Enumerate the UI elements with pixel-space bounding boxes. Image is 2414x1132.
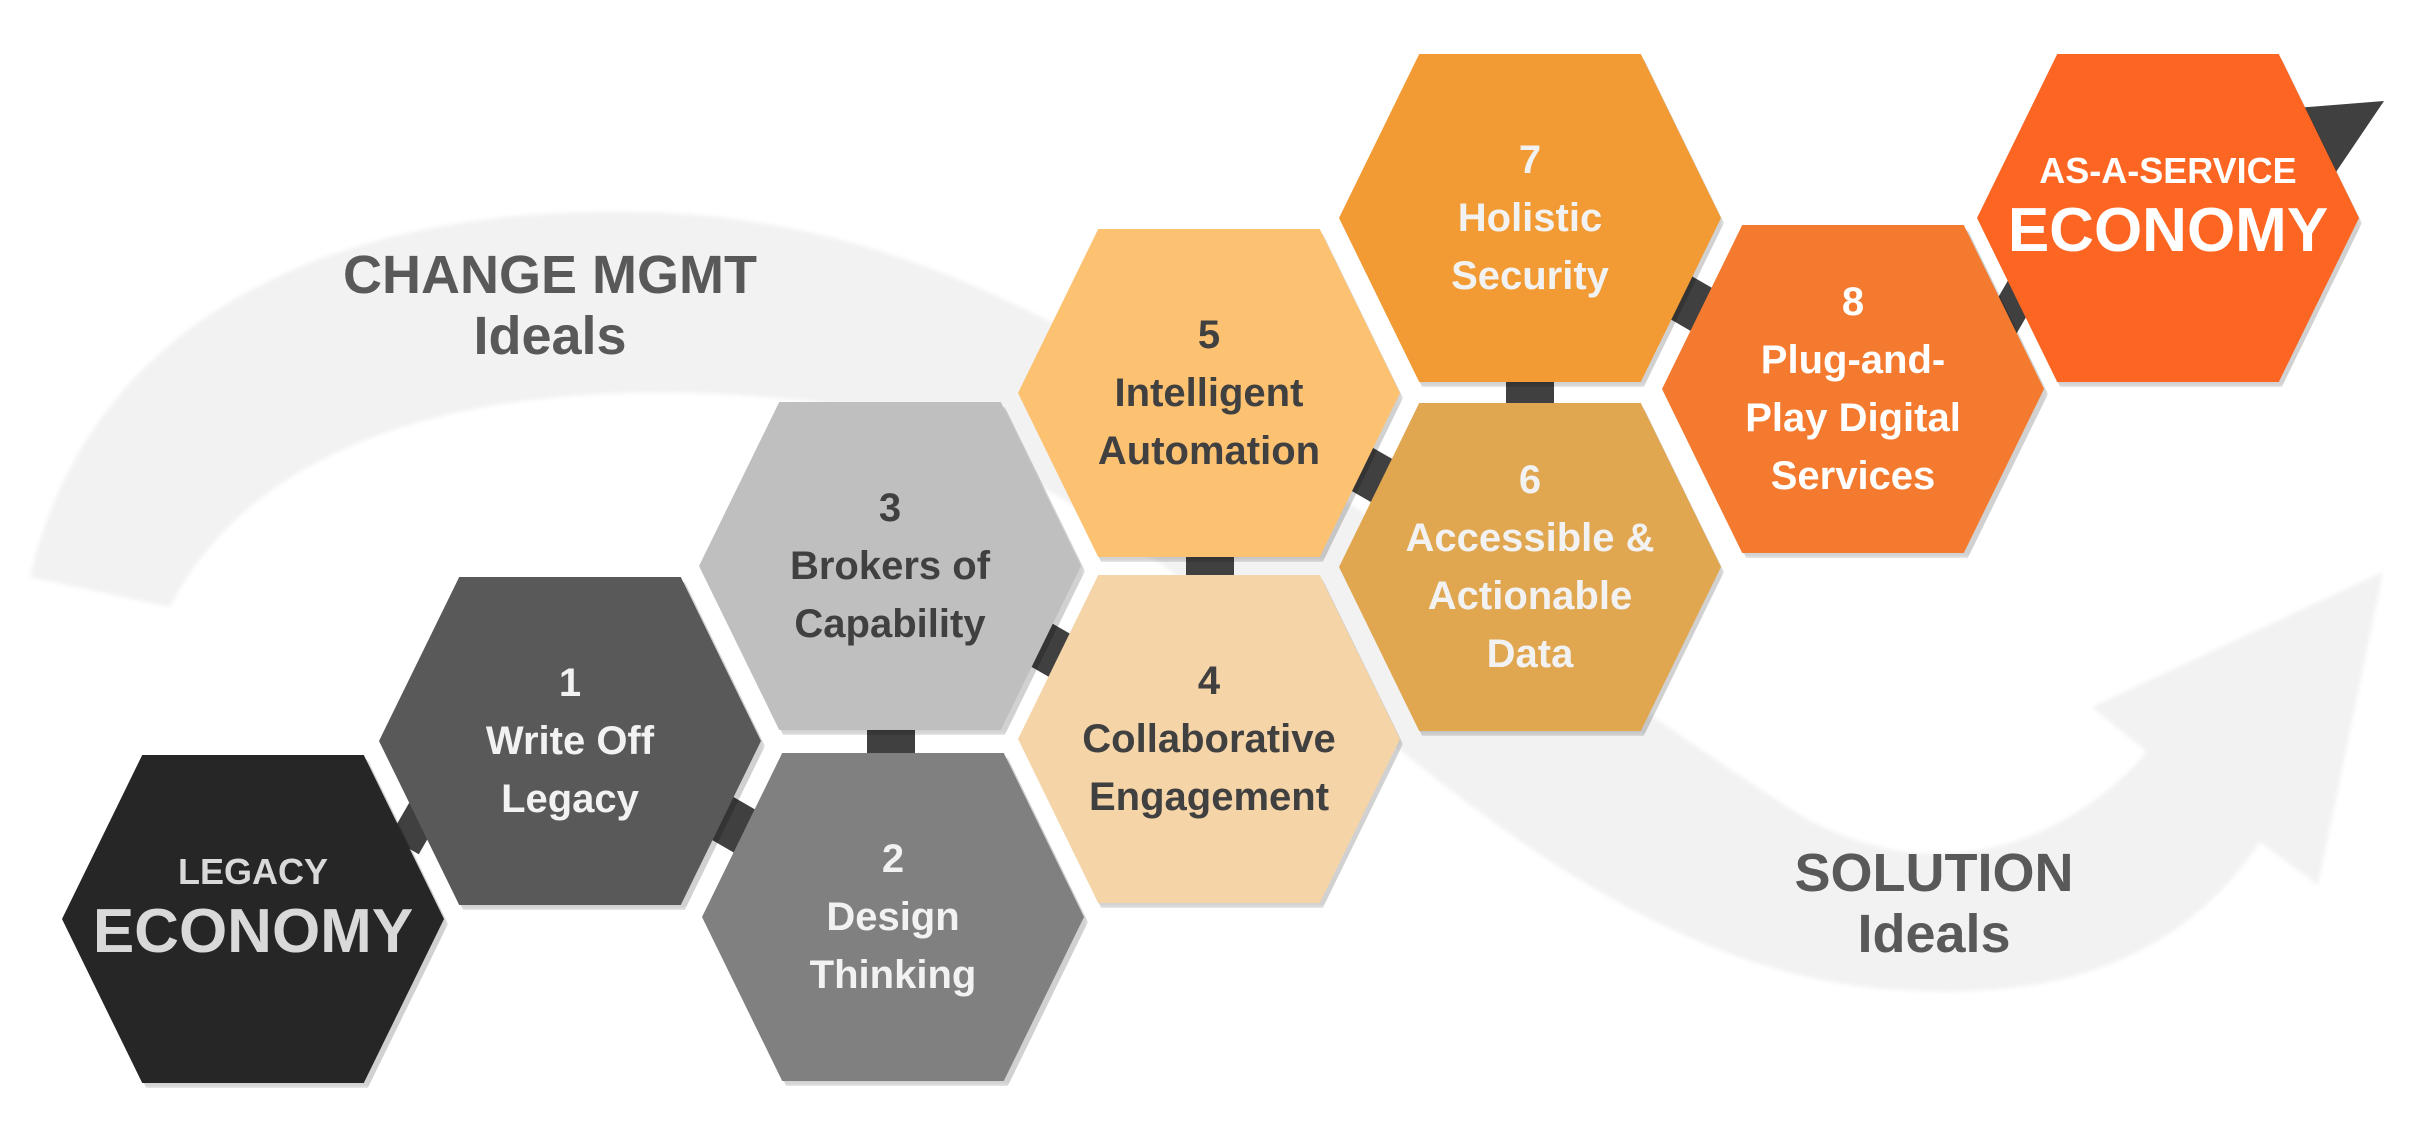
step-number: 8 (1841, 280, 1865, 324)
hex-step-1: 1 Write Off Legacy (379, 577, 761, 905)
step-number: 7 (1518, 138, 1542, 182)
step-number: 1 (558, 661, 582, 705)
track-subtitle: Ideals (1857, 904, 2011, 964)
hex-subtitle: AS-A-SERVICE (2039, 150, 2297, 191)
step-label: Intelligent Automation (1097, 371, 1321, 473)
step-number: 4 (1197, 659, 1221, 703)
change-mgmt-track-label: CHANGE MGMT Ideals (300, 245, 800, 367)
hex-step-8: 8 Plug-and- Play Digital Services (1662, 225, 2044, 553)
step-label: Collaborative Engagement (1082, 717, 1336, 819)
track-title: SOLUTION (1794, 843, 2074, 903)
solution-track-label: SOLUTION Ideals (1684, 843, 2184, 965)
step-number: 5 (1197, 313, 1221, 357)
track-subtitle: Ideals (473, 306, 627, 366)
hex-step-6: 6 Accessible & Actionable Data (1339, 403, 1721, 731)
hex-step-5: 5 Intelligent Automation (1018, 229, 1400, 557)
arrow-tip-icon (2296, 101, 2384, 172)
hex-step-4: 4 Collaborative Engagement (1018, 575, 1400, 903)
step-number: 6 (1518, 458, 1542, 502)
step-label: Accessible & Actionable Data (1405, 516, 1655, 676)
track-title: CHANGE MGMT (343, 245, 757, 305)
hex-title: ECONOMY (2007, 196, 2329, 265)
hex-legacy-economy: LEGACY ECONOMY (62, 755, 444, 1083)
hex-step-3: 3 Brokers of Capability (699, 402, 1081, 730)
hex-as-a-service-economy: AS-A-SERVICE ECONOMY (1977, 54, 2359, 382)
step-label: Write Off Legacy (485, 719, 655, 821)
step-label: Holistic Security (1451, 196, 1609, 298)
step-label: Brokers of Capability (789, 544, 991, 646)
swoosh-band (30, 211, 2383, 992)
step-number: 3 (878, 486, 902, 530)
hex-title: ECONOMY (92, 897, 414, 966)
hex-step-7: 7 Holistic Security (1339, 54, 1721, 382)
step-number: 2 (881, 837, 905, 881)
hex-subtitle: LEGACY (177, 851, 328, 892)
step-label: Plug-and- Play Digital Services (1745, 338, 1961, 498)
hex-step-2: 2 Design Thinking (702, 753, 1084, 1081)
step-label: Design Thinking (809, 895, 977, 997)
